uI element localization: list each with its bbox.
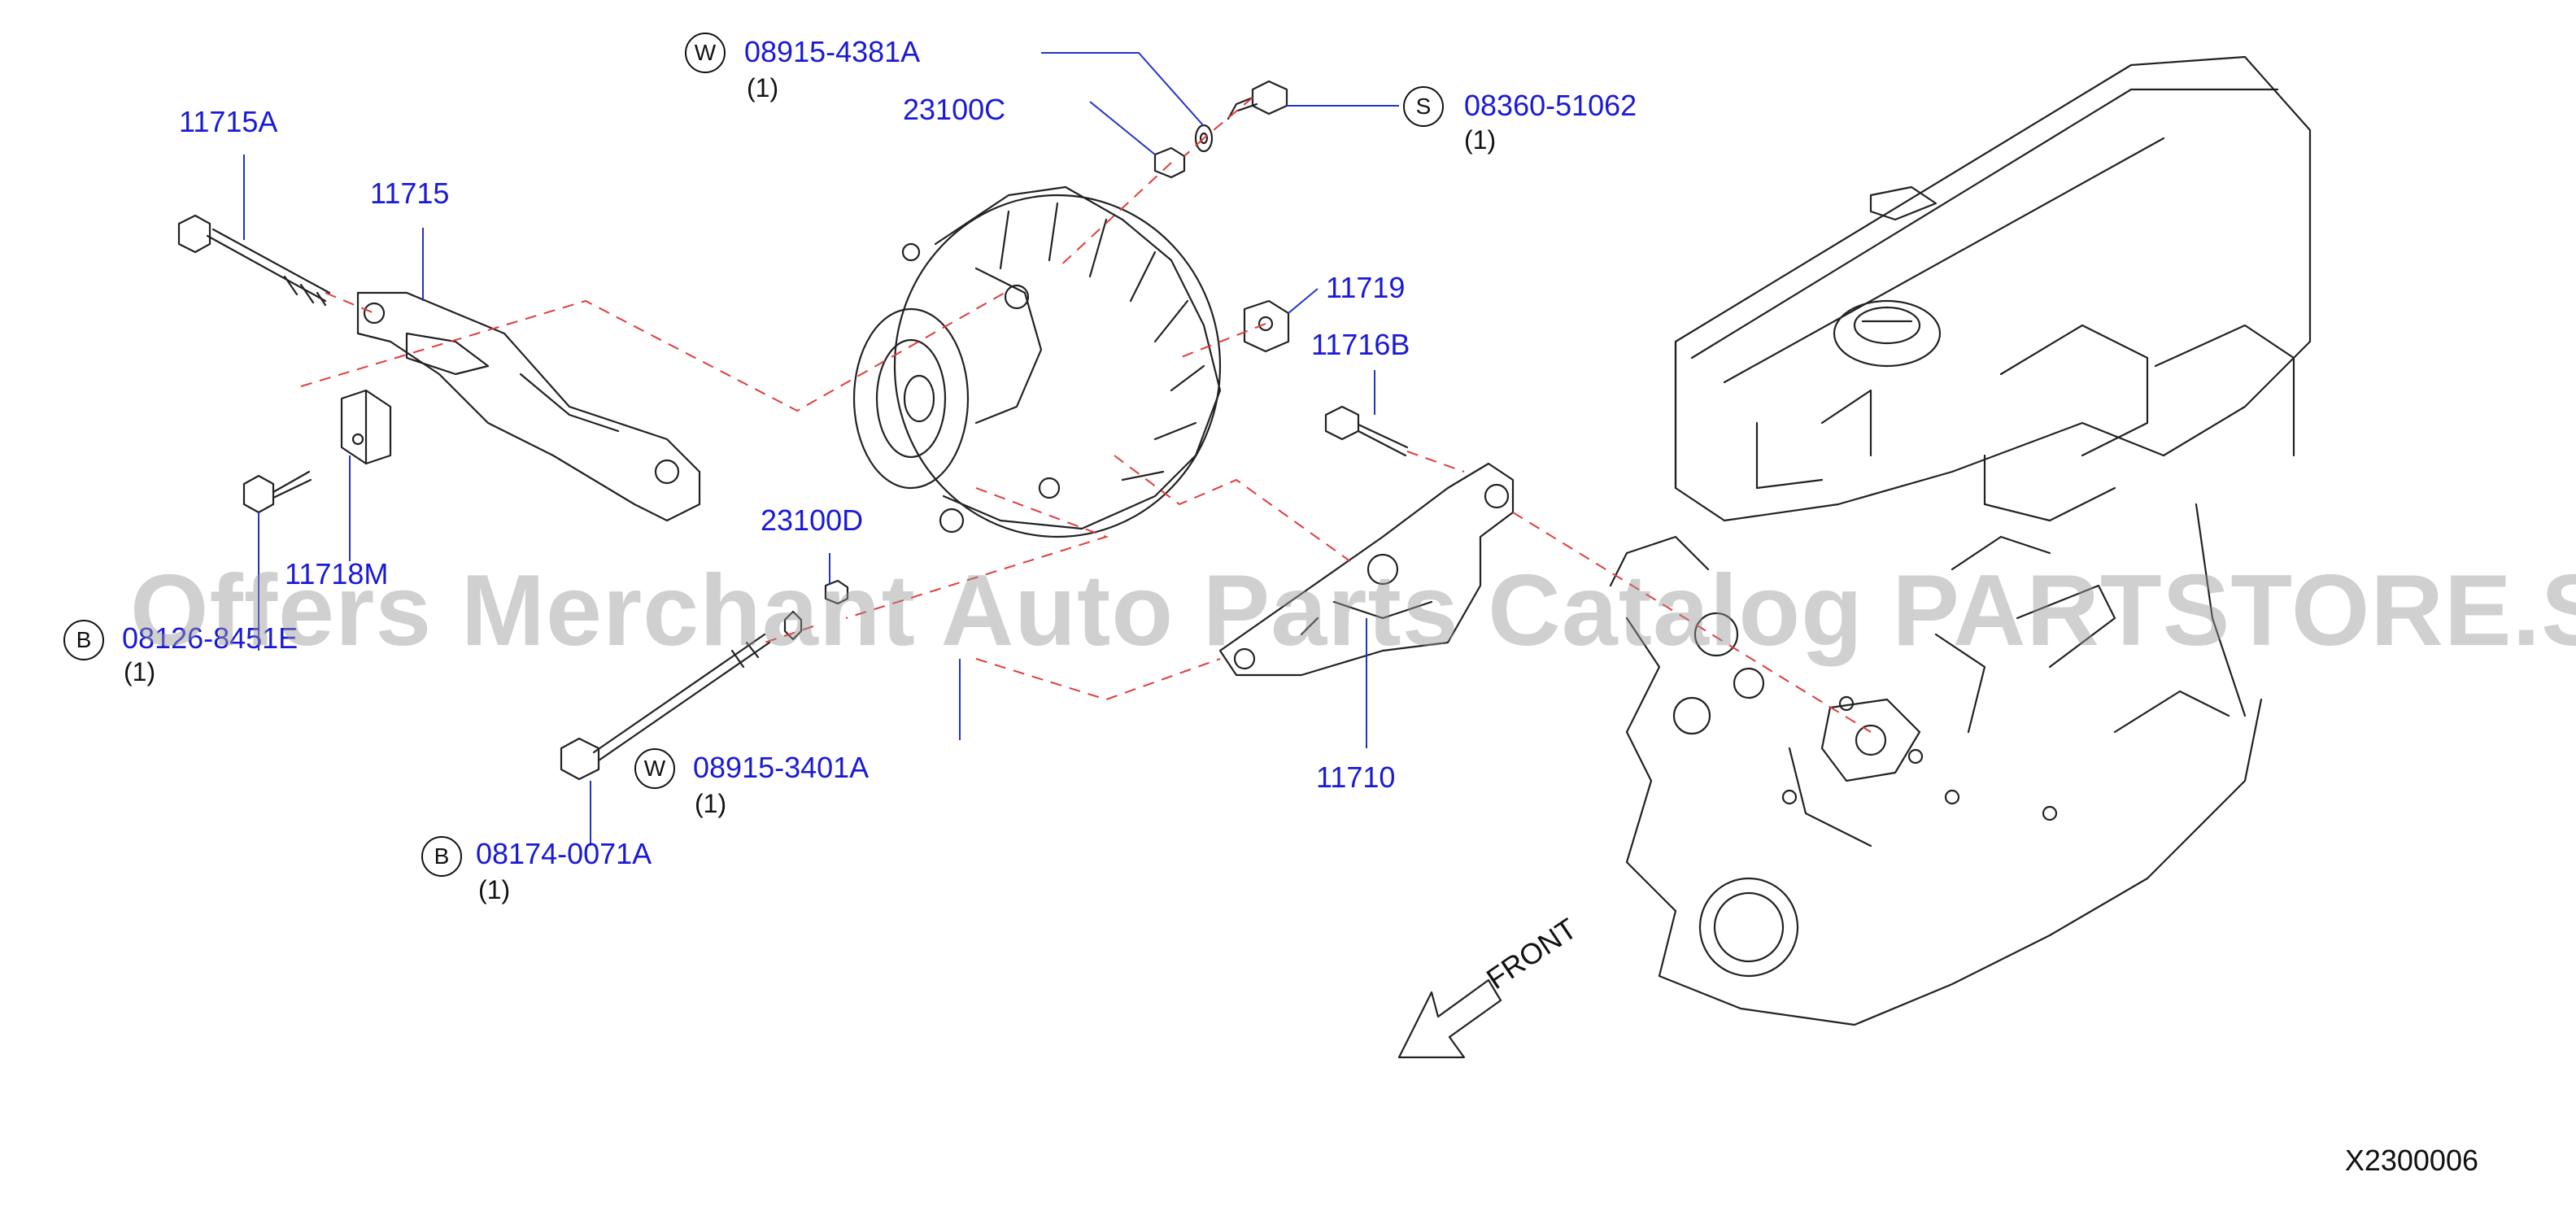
part-number-11718m[interactable]: 11718M bbox=[285, 557, 389, 590]
bolt-08360-drawing bbox=[1227, 80, 1288, 120]
nut-23100c-drawing bbox=[1153, 146, 1186, 179]
nut-block-11718m-drawing bbox=[340, 389, 392, 465]
bolt-11716b-drawing bbox=[1324, 405, 1409, 457]
code-b-icon: B bbox=[63, 620, 104, 660]
qty-08126-8451e: (1) bbox=[124, 657, 156, 686]
bolt-08126-drawing bbox=[242, 470, 312, 514]
code-w-icon: W bbox=[685, 33, 726, 73]
diagram-id: X2300006 bbox=[2344, 1144, 2478, 1177]
part-number-08174-0071a[interactable]: 08174-0071A bbox=[476, 837, 652, 870]
bolt-11715a-drawing bbox=[177, 214, 331, 307]
assembly-lines bbox=[300, 97, 1872, 733]
engine-block-drawing bbox=[1609, 55, 2312, 1026]
bushing-11719-drawing bbox=[1243, 299, 1290, 353]
part-number-08915-3401a[interactable]: 08915-3401A bbox=[693, 751, 870, 784]
part-number-23100d[interactable]: 23100D bbox=[761, 503, 864, 537]
part-number-11715[interactable]: 11715 bbox=[370, 176, 450, 210]
qty-08915-4381a: (1) bbox=[747, 73, 779, 102]
bolt-08174-drawing bbox=[560, 633, 771, 781]
leader-lines bbox=[243, 52, 1399, 846]
bracket-11710-drawing bbox=[1218, 462, 1515, 677]
part-number-08126-8451e[interactable]: 08126-8451E bbox=[122, 621, 299, 655]
part-number-11719[interactable]: 11719 bbox=[1326, 271, 1406, 304]
spacer-23100d-drawing bbox=[824, 579, 849, 605]
part-number-23100c[interactable]: 23100C bbox=[903, 93, 1006, 126]
code-b-icon: B bbox=[421, 836, 462, 877]
qty-08174-0071a: (1) bbox=[478, 875, 511, 904]
code-w-icon: W bbox=[634, 748, 675, 789]
qty-08360-51062: (1) bbox=[1464, 125, 1497, 155]
part-number-11715a[interactable]: 11715A bbox=[179, 105, 278, 138]
part-number-08915-4381a[interactable]: 08915-4381A bbox=[744, 35, 921, 68]
part-number-11710[interactable]: 11710 bbox=[1316, 760, 1396, 794]
bracket-11715-drawing bbox=[356, 291, 701, 522]
front-arrow-icon bbox=[1397, 978, 1502, 1059]
watermark: Offers Merchant Auto Parts Catalog PARTS… bbox=[130, 555, 2576, 667]
part-number-11716b[interactable]: 11716B bbox=[1311, 328, 1410, 361]
part-number-08360-51062[interactable]: 08360-51062 bbox=[1464, 89, 1637, 122]
alternator-drawing bbox=[852, 185, 1222, 538]
qty-08915-3401a: (1) bbox=[695, 789, 727, 818]
washer-08915-3401a-drawing bbox=[783, 610, 803, 641]
code-s-icon: S bbox=[1403, 86, 1444, 127]
